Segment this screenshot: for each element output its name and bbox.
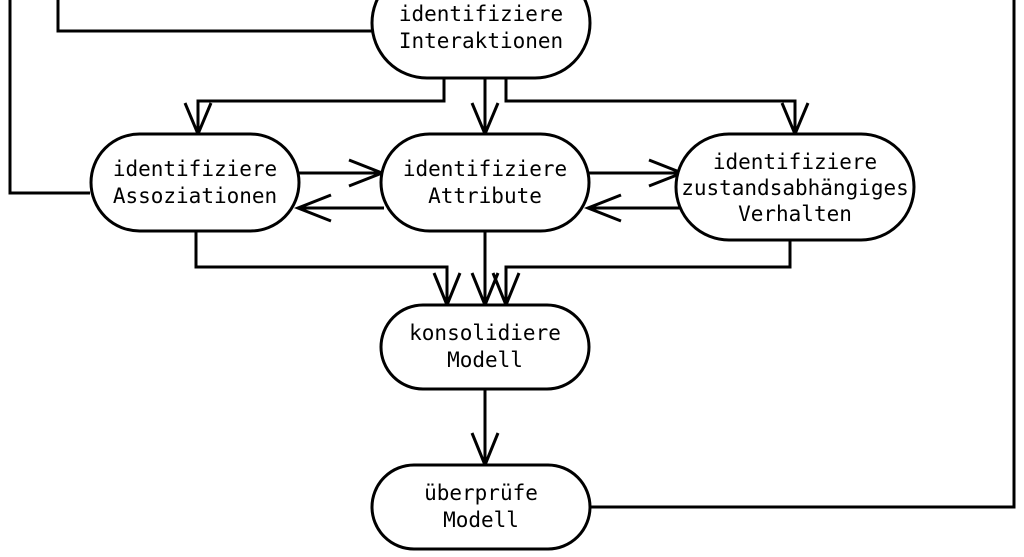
node-identifiziere-interaktionen-shape [370, 0, 592, 80]
node-identifiziere-zustandsabhaengiges-verhalten-shape [674, 132, 916, 242]
edge-attribute-to-assoziationen [293, 193, 384, 223]
node-ueberpruefe-modell-shape [370, 463, 592, 551]
node-identifiziere-attribute-line1: identifiziere [403, 157, 567, 181]
edge-assoziationen-to-konsolidiere [194, 232, 462, 309]
edge-interaktionen-feedback-left [56, 0, 372, 33]
node-konsolidiere-modell-line1: konsolidiere [409, 321, 561, 345]
edge-assoziationen-to-attribute [296, 158, 387, 188]
node-identifiziere-assoziationen-line1: identifiziere [113, 157, 277, 181]
edge-interaktionen-to-verhalten [504, 78, 810, 138]
edge-konsolidiere-to-ueberpruefe [470, 389, 500, 469]
node-verhalten-line2: zustandsabhängiges [681, 176, 909, 200]
node-identifiziere-attribute-shape [379, 132, 591, 233]
edge-interaktionen-to-attribute [470, 78, 500, 138]
node-identifiziere-assoziationen-shape [89, 132, 301, 233]
node-identifiziere-zustandsabhaengiges-verhalten[interactable]: identifiziere zustandsabhängiges Verhalt… [674, 132, 916, 242]
node-identifiziere-interaktionen[interactable]: identifiziere Interaktionen [370, 0, 592, 80]
node-ueberpruefe-modell-line1: überprüfe [424, 481, 538, 505]
node-identifiziere-interaktionen-line1: identifiziere [399, 2, 563, 26]
edge-interaktionen-to-assoziationen [183, 78, 446, 138]
node-verhalten-line3: Verhalten [738, 202, 852, 226]
node-konsolidiere-modell[interactable]: konsolidiere Modell [379, 303, 591, 391]
node-identifiziere-assoziationen-line2: Assoziationen [113, 184, 277, 208]
edge-attribute-to-konsolidiere [470, 232, 500, 309]
node-verhalten-line1: identifiziere [713, 150, 877, 174]
node-konsolidiere-modell-line2: Modell [447, 348, 523, 372]
node-ueberpruefe-modell-line2: Modell [443, 508, 519, 532]
node-identifiziere-interaktionen-line2: Interaktionen [399, 29, 563, 53]
edge-verhalten-to-konsolidiere [491, 240, 792, 309]
node-identifiziere-assoziationen[interactable]: identifiziere Assoziationen [89, 132, 301, 233]
node-ueberpruefe-modell[interactable]: überprüfe Modell [370, 463, 592, 551]
node-konsolidiere-modell-shape [379, 303, 591, 391]
edge-ueberpruefe-feedback-right [590, 0, 1016, 509]
node-identifiziere-attribute[interactable]: identifiziere Attribute [379, 132, 591, 233]
node-identifiziere-attribute-line2: Attribute [428, 184, 542, 208]
edge-assoziationen-feedback-left [8, 0, 90, 195]
edge-attribute-to-verhalten [586, 158, 687, 188]
edge-verhalten-to-attribute [583, 193, 684, 223]
